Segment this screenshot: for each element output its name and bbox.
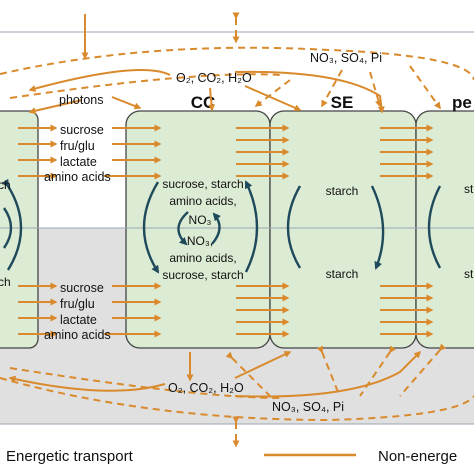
energetic-arrows [18,124,434,338]
left-fragment-bottom: ch [0,275,11,289]
photons-arrow-2 [28,99,83,115]
left-cell-inner-arc [3,207,13,249]
gas-arrow-top-2 [208,87,215,112]
left-cell-arc [1,178,23,271]
se-right-arc [370,185,385,270]
dashed-bottom-c [359,345,396,397]
photons-label: photons [59,93,103,107]
se-left-arc [286,185,302,269]
dashed-bottom-d [399,343,447,397]
cc-inner-left-arc [177,211,189,246]
cc-inner-labels: sucrose, starch amino acids, NO₃ NO₃, am… [162,177,243,282]
pe-cell [415,110,474,349]
pe-fragment-bottom: st [464,267,474,281]
cycle-arcs [1,178,442,274]
cc-amino-top: amino acids, [169,194,236,208]
photons-arrow [111,96,142,110]
cc-sucrose-starch-bottom: sucrose, starch [162,268,243,282]
ions-bottom-label: NO₃, SO₄, Pi [272,400,344,414]
left-bottom-fruglu: fru/glu [60,297,95,311]
left-bottom-sucrose: sucrose [60,281,104,295]
gas-path-top [28,69,171,92]
cc-no3-top: NO₃ [189,213,212,227]
cc-cell [125,110,271,349]
left-fragment-top: ch [0,178,11,192]
se-cell [269,110,417,349]
legend-energetic: Energetic transport [6,448,134,465]
gas-path-bottom [8,375,166,392]
se-starch-bottom: starch [326,267,359,281]
left-top-fruglu: fru/glu [60,139,95,153]
left-top-lactate: lactate [60,155,97,169]
cc-no3-bottom: NO₃, [187,234,213,248]
gas-arrow-top [244,85,302,112]
dashed-ions-b [321,69,343,108]
gases-bottom-label: O₂, CO₂, H₂O [168,381,244,395]
dashed-ions-c [369,71,382,108]
left-cell [0,110,39,349]
legend-non-energetic: Non-energe [378,448,457,465]
gases-top-label: O₂, CO₂, H₂O [176,71,252,85]
gas-loop-top [234,70,385,114]
dashed-bottom-a [225,351,271,397]
pe-fragment-top: st [464,182,474,196]
dashed-ions-d [409,65,441,110]
bottom-gas-arrow-2 [234,351,292,379]
left-top-sucrose: sucrose [60,123,104,137]
left-bottom-amino: amino acids [44,328,111,342]
non-energetic-paths [0,12,474,448]
pe-left-arc [427,185,442,269]
cc-inner-right-arc [211,212,221,245]
cc-amino-bottom: amino acids, [169,251,236,265]
dashed-top-loop [0,46,474,81]
cc-sucrose-starch-top: sucrose, starch [162,177,243,191]
left-bottom-labels: sucrose fru/glu lactate amino acids [44,281,111,342]
dashed-bottom-loop [0,377,474,422]
left-bottom-lactate: lactate [60,313,97,327]
ions-top-label: NO₃, SO₄, Pi [310,51,382,65]
pe-label: pe [452,93,472,112]
left-top-amino: amino acids [44,170,111,184]
left-top-labels: sucrose fru/glu lactate amino acids [44,123,111,184]
cc-left-arc [142,181,160,274]
se-label: SE [331,93,354,112]
gas-loop-bottom [234,350,422,398]
se-starch-top: starch [326,184,359,198]
cc-right-arc [244,180,259,273]
